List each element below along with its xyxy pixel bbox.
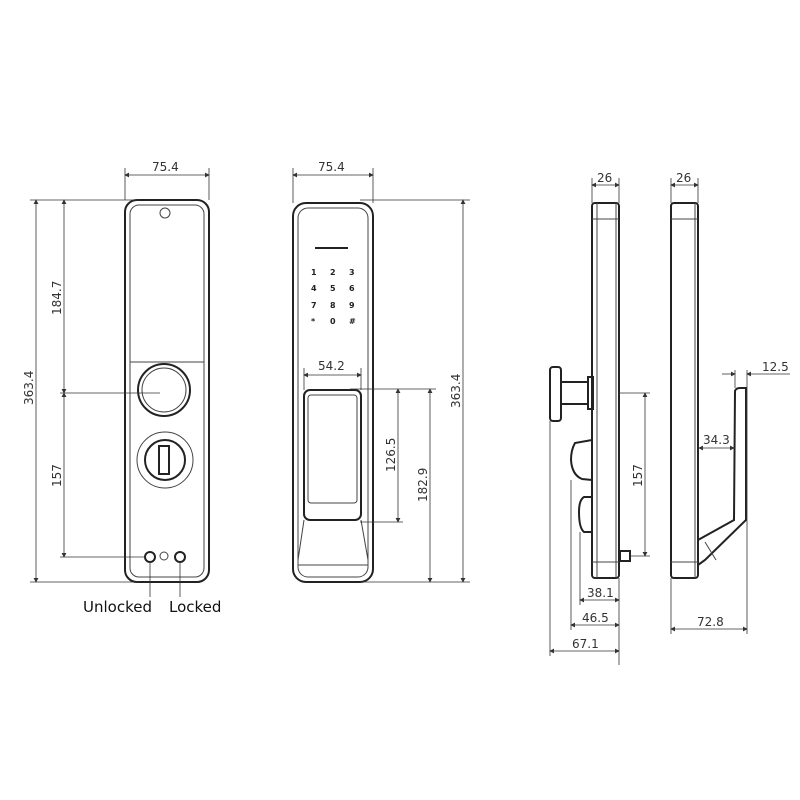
handle-width-dimension: 54.2	[318, 359, 345, 373]
spindle-icon	[619, 550, 631, 562]
svg-text:2: 2	[330, 268, 336, 277]
handle-height-dimension: 126.5	[384, 438, 398, 472]
handle-to-bottom-dimension: 182.9	[416, 468, 430, 502]
total-height-dimension: 363.4	[22, 371, 36, 405]
dimension-67: 67.1	[572, 637, 599, 651]
svg-text:5: 5	[330, 284, 336, 293]
side-view-left: 157 26 38.1 46.5 67.1	[549, 171, 650, 665]
svg-text:8: 8	[330, 301, 336, 310]
svg-text:9: 9	[349, 301, 355, 310]
side-view-right: 12.5 34.3 26 72.8	[670, 171, 790, 634]
total-depth-dimension: 72.8	[697, 615, 724, 629]
keypad-panel-view: 1 2 3 4 5 6 7 8 9 * 0 # 54.2 75.4 363.4 …	[292, 160, 470, 583]
thickness-dimension: 26	[676, 171, 691, 185]
svg-text:#: #	[349, 317, 356, 326]
knob-icon	[549, 366, 562, 422]
upper-height-dimension: 184.7	[50, 281, 64, 315]
svg-text:6: 6	[349, 284, 355, 293]
lower-height-dimension: 157	[50, 464, 64, 487]
svg-text:7: 7	[311, 301, 317, 310]
handle-icon	[297, 389, 369, 566]
handle-gap-dimension: 34.3	[703, 433, 730, 447]
svg-text:4: 4	[311, 284, 317, 293]
svg-text:3: 3	[349, 268, 355, 277]
unlock-button-icon	[144, 551, 156, 563]
total-height-dimension: 363.4	[449, 374, 463, 408]
lock-button-icon	[174, 551, 186, 563]
keypad: 1 2 3 4 5 6 7 8 9 * 0 #	[311, 268, 356, 326]
width-dimension: 75.4	[152, 160, 179, 174]
svg-text:1: 1	[311, 268, 317, 277]
svg-text:*: *	[311, 317, 316, 326]
spindle-distance-dimension: 157	[631, 464, 645, 487]
locked-label: Locked	[169, 598, 221, 616]
knob-icon	[137, 363, 191, 417]
dimension-38: 38.1	[587, 586, 614, 600]
svg-text:0: 0	[330, 317, 336, 326]
thickness-dimension: 26	[597, 171, 612, 185]
screw-hole-icon	[159, 207, 171, 219]
lever-handle-icon	[697, 387, 747, 566]
thumbturn-icon	[136, 431, 194, 489]
width-dimension: 75.4	[318, 160, 345, 174]
handle-thickness-dimension: 12.5	[762, 360, 789, 374]
dimension-46: 46.5	[582, 611, 609, 625]
unlocked-label: Unlocked	[83, 598, 152, 616]
back-panel-view: Unlocked Locked 75.4 363.4 184.7 157	[22, 160, 221, 616]
